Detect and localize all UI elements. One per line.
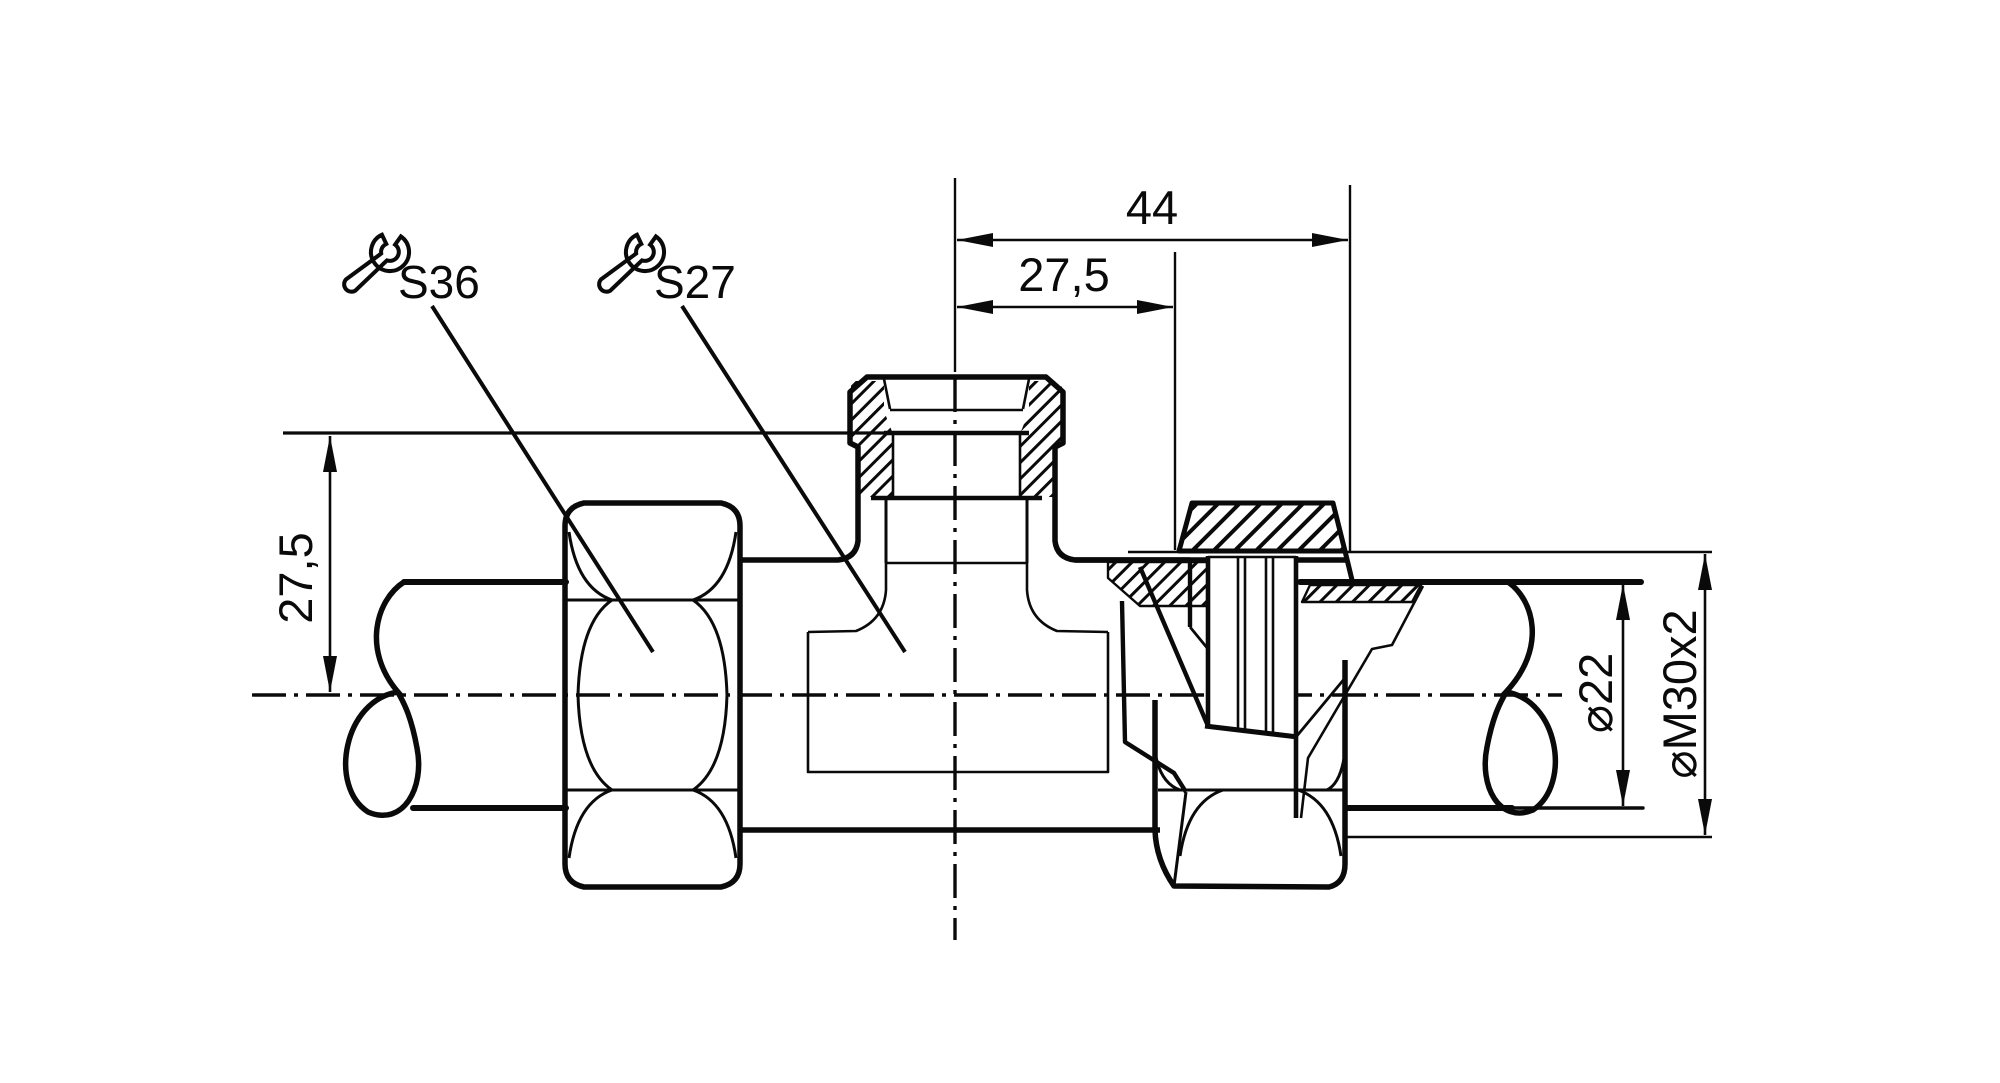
dim-seat-depth: 27,5	[269, 532, 322, 623]
dim-thread-size: ⌀M30x2	[1653, 609, 1706, 778]
cutting-ring	[1204, 555, 1299, 818]
port-wall-hatch-right	[1020, 381, 1062, 497]
dim-port-offset: 27,5	[1018, 248, 1109, 301]
pipe-wall-hatch	[1300, 583, 1423, 604]
dimension-arrows	[323, 233, 1712, 835]
label-wrench-right: S27	[654, 256, 736, 308]
wrench-callout-s27: S27	[589, 225, 907, 654]
dim-pipe-od: ⌀22	[1569, 653, 1622, 734]
dimension-texts: 44 27,5 27,5 ⌀22 ⌀M30x2	[269, 181, 1706, 779]
tee-body	[742, 374, 1190, 833]
wrench-callout-s36: S36	[334, 225, 655, 654]
pipe-right	[1297, 579, 1645, 816]
nut-section-top	[1176, 500, 1348, 554]
pipe-left	[343, 579, 569, 818]
hex-nut-s36	[562, 500, 743, 890]
body-internal-profile	[806, 561, 1110, 774]
leader-s27	[680, 304, 907, 654]
leader-s36	[430, 304, 655, 654]
pipe-break-left	[343, 579, 422, 818]
dim-overall-length: 44	[1126, 181, 1178, 234]
pipe-break-right	[1482, 579, 1558, 816]
port-thread-detail	[871, 378, 1042, 563]
union-nut-right	[1075, 500, 1425, 890]
section-boundary	[1299, 585, 1425, 819]
label-wrench-left: S36	[398, 256, 480, 308]
port-wall-hatch-left	[851, 381, 893, 497]
